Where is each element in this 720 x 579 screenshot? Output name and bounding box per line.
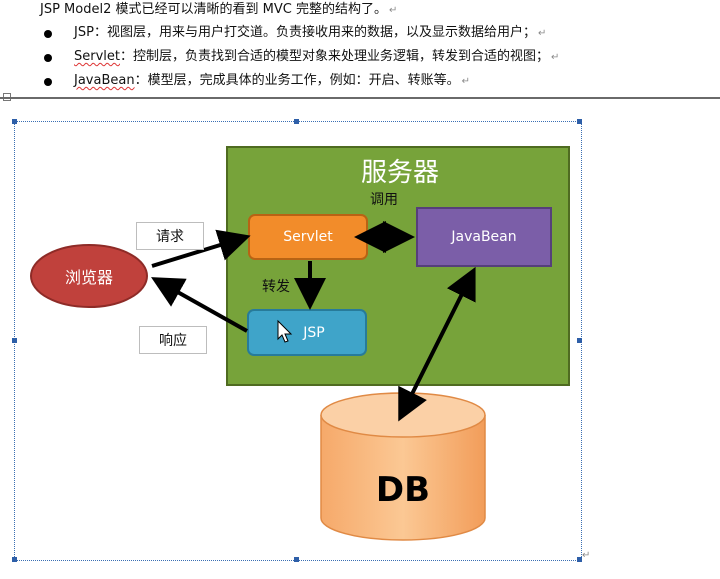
request-arrow [151, 229, 251, 268]
browser-label: 浏览器 [64, 268, 113, 287]
paragraph-mark: ↵ [537, 28, 547, 39]
term-jsp: JSP [74, 25, 94, 40]
paragraph-mark: ↵ [461, 76, 470, 87]
db-label: DB [375, 470, 431, 510]
request-label: 请求 [136, 222, 204, 250]
jsp-label: JSP [303, 324, 325, 341]
resize-handle[interactable] [577, 338, 582, 343]
paragraph-mark: ↵ [582, 550, 591, 561]
intro-text: JSP Model2 模式已经可以清晰的看到 MVC 完整的结构了。 [40, 2, 387, 17]
forward-label: 转发 [262, 279, 290, 295]
bullet-icon [44, 78, 52, 86]
server-title: 服务器 [360, 157, 439, 188]
term-servlet: Servlet [74, 49, 120, 64]
response-label: 响应 [139, 326, 207, 354]
bullet-javabean: JavaBean：模型层，完成具体的业务工作，例如：开启、转账等。↵ [74, 73, 470, 90]
bullet-jsp: JSP：视图层，用来与用户打交道。负责接收用来的数据，以及显示数据给用户；↵ [74, 25, 546, 42]
intro-line: JSP Model2 模式已经可以清晰的看到 MVC 完整的结构了。↵ [40, 2, 397, 19]
servlet-label: Servlet [283, 229, 333, 245]
paragraph-mark: ↵ [388, 5, 398, 16]
term-javabean: JavaBean [74, 73, 135, 88]
resize-handle[interactable] [577, 119, 582, 124]
mouse-cursor-icon [277, 319, 293, 343]
desc-jsp: ：视图层，用来与用户打交道。负责接收用来的数据，以及显示数据给用户； [93, 25, 536, 40]
paragraph-mark: ↵ [551, 52, 560, 63]
resize-handle[interactable] [12, 119, 17, 124]
resize-handle[interactable] [577, 557, 582, 562]
javabean-node [416, 207, 552, 267]
db-arrow [398, 266, 476, 422]
resize-handle[interactable] [12, 338, 17, 343]
desc-javabean: ：模型层，完成具体的业务工作，例如：开启、转账等。 [134, 73, 460, 88]
javabean-label: JavaBean [451, 229, 517, 245]
desc-servlet: ：控制层，负责找到合适的模型对象来处理业务逻辑，转发到合适的视图； [120, 49, 550, 64]
horizontal-rule [0, 97, 720, 99]
response-arrow [151, 277, 248, 333]
resize-handle[interactable] [294, 119, 299, 124]
bullet-icon [44, 54, 52, 62]
invoke-label: 调用 [370, 192, 398, 208]
bullet-servlet: Servlet：控制层，负责找到合适的模型对象来处理业务逻辑，转发到合适的视图；… [74, 49, 559, 66]
resize-handle[interactable] [294, 557, 299, 562]
resize-handle[interactable] [12, 557, 17, 562]
browser-node [30, 244, 148, 308]
bullet-icon [44, 30, 52, 38]
